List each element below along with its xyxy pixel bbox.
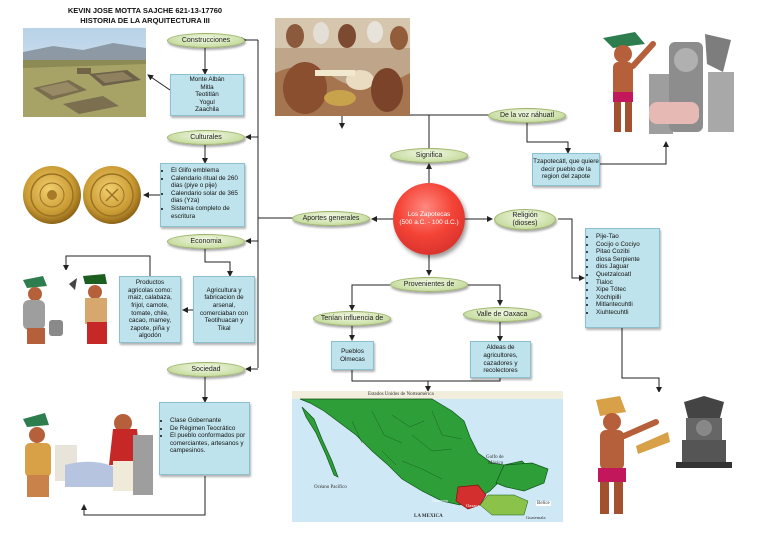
node-voz-nahuatl: De la voz náhuatl: [488, 108, 566, 123]
map-country-label: LA MEXICA: [414, 514, 443, 519]
productos-line: Productos: [135, 279, 165, 287]
tzapotecatl-line: Tzapotecátl, que quiere: [533, 158, 599, 166]
box-agricultura: Agricultura y fabricacion de arsenal, co…: [193, 276, 255, 343]
sociedad-item: Clase Gobernante: [170, 417, 246, 425]
dios-item: Cocijo o Cociyo: [596, 241, 656, 249]
zapotecas-center-node: Los Zapotecas (500 a.C. - 100 d.C.): [393, 183, 465, 255]
agricultura-line: Tikal: [217, 324, 231, 332]
map-pacific-label: Océano Pacífico: [314, 485, 347, 490]
aldeas-line: agricultores,: [483, 351, 518, 359]
mexico-map: Estados Unidos de Norteamérica Océano Pa…: [292, 391, 563, 522]
cultural-item: El Glifo emblema: [171, 167, 241, 175]
dios-item: Pitao Cozibi: [596, 248, 656, 256]
box-dioses: Pije-Tao Cocijo o Cociyo Pitao Cozibi di…: [585, 228, 660, 328]
aldeas-line: cazadores y: [483, 359, 518, 367]
node-religion: Religión (dioses): [494, 209, 556, 230]
node-significa: Significa: [390, 148, 468, 163]
map-oaxaca-label: Oaxaca: [466, 503, 480, 508]
zapotec-priest-and-urn-illustration: [576, 392, 746, 520]
monte-alban-photo: [23, 28, 146, 117]
tzapotecatl-line: decir pueblo de la: [541, 165, 591, 173]
productos-line: agricolas como:: [127, 286, 173, 294]
cultural-item: Calendario solar de 365 dias (Yza): [171, 190, 241, 205]
cultural-item: Sistema completo de escritura: [171, 205, 241, 220]
zapotec-farmers-illustration: [13, 270, 118, 348]
productos-line: algodón: [138, 332, 162, 340]
dioses-label: (dioses): [512, 219, 538, 227]
box-culturales: El Glifo emblema Calendario ritual de 26…: [160, 163, 245, 227]
dios-item: Tlaloc: [596, 279, 656, 287]
center-dates: (500 a.C. - 100 d.C.): [399, 219, 459, 226]
agricultura-line: Teotihuacan y: [204, 317, 244, 325]
agricultura-line: arsenal,: [212, 301, 236, 309]
aldeas-line: recolectores: [483, 367, 518, 375]
construccion-item: Monte Albán: [189, 76, 225, 84]
productos-line: tomate, chile,: [131, 309, 169, 317]
node-construcciones: Construcciones: [167, 33, 245, 48]
map-belice-label: Belice: [536, 501, 551, 506]
tzapotecatl-line: region del zapote: [541, 173, 591, 181]
zapotec-warriors-illustration: [583, 24, 748, 141]
zapotec-market-scene: [275, 18, 410, 116]
dios-item: diosa Serpiente: [596, 256, 656, 264]
course-line: HISTORIA DE LA ARQUITECTURA III: [80, 16, 210, 25]
sociedad-item: De Régimen Teocrático: [170, 425, 246, 433]
author-header: KEVIN JOSE MOTTA SAJCHE 621-13-17760 HIS…: [30, 6, 260, 26]
dios-item: Xipe Tótec: [596, 286, 656, 294]
map-guatemala-label: Guatemala: [526, 515, 546, 520]
node-sociedad: Sociedad: [167, 362, 245, 377]
olmecas-line: Pueblos: [341, 347, 364, 355]
box-productos: Productos agricolas como: maiz, calabaza…: [119, 276, 181, 343]
node-economia: Economia: [167, 234, 245, 249]
productos-line: cacao, mamey,: [128, 317, 172, 325]
node-culturales: Culturales: [167, 130, 245, 145]
construccion-item: Yogul: [199, 98, 215, 106]
zapotec-calendar-stones: [22, 160, 142, 230]
construccion-item: Teotitlán: [195, 91, 219, 99]
productos-line: zapote, piña y: [130, 324, 170, 332]
map-title-label: Estados Unidos de Norteamérica: [368, 392, 434, 397]
node-aportes-generales: Aportes generales: [292, 211, 370, 226]
construccion-item: Mitla: [200, 83, 214, 91]
dios-item: Mitlantecuhtli: [596, 301, 656, 309]
map-gulf-label-2: México: [488, 461, 504, 466]
box-sociedad: Clase Gobernante De Régimen Teocrático E…: [159, 402, 250, 475]
dios-item: Xiuhtecuhtli: [596, 309, 656, 317]
node-influencia: Tenían influencia de: [313, 311, 391, 326]
zapotec-nobility-illustration: [15, 405, 154, 501]
productos-line: frijol, camote,: [131, 301, 169, 309]
dios-item: dios Jaguar: [596, 263, 656, 271]
agricultura-line: Agricultura y: [206, 286, 242, 294]
dios-item: Quetzalcoatl: [596, 271, 656, 279]
box-construcciones: Monte Albán Mitla Teotitlán Yogul Zaachi…: [170, 74, 244, 116]
dios-item: Xochipilli: [596, 294, 656, 302]
box-aldeas: Aldeas de agricultores, cazadores y reco…: [470, 341, 531, 378]
agricultura-line: comerciaban con: [200, 309, 248, 317]
construccion-item: Zaachila: [195, 106, 219, 114]
map-guerrero-label: Guerrero: [432, 498, 449, 503]
map-gulf-label-1: Golfo de: [486, 455, 504, 460]
olmecas-line: Olmecas: [340, 355, 365, 363]
agricultura-line: fabricacion de: [204, 294, 244, 302]
religion-label: Religión: [512, 211, 538, 219]
center-title: Los Zapotecas: [407, 211, 451, 218]
author-line: KEVIN JOSE MOTTA SAJCHE 621-13-17760: [67, 6, 223, 15]
cultural-item: Calendario ritual de 260 dias (piye o pi…: [171, 175, 241, 190]
sociedad-item: El pueblo conformados por comerciantes, …: [170, 432, 246, 455]
box-tzapotecatl: Tzapotecátl, que quiere decir pueblo de …: [532, 153, 600, 186]
box-olmecas: Pueblos Olmecas: [331, 341, 374, 370]
aldeas-line: Aldeas de: [486, 344, 515, 352]
node-valle-oaxaca: Valle de Oaxaca: [463, 307, 541, 322]
productos-line: maiz, calabaza,: [128, 294, 172, 302]
dios-item: Pije-Tao: [596, 233, 656, 241]
node-provenientes: Provenientes de: [390, 277, 468, 292]
